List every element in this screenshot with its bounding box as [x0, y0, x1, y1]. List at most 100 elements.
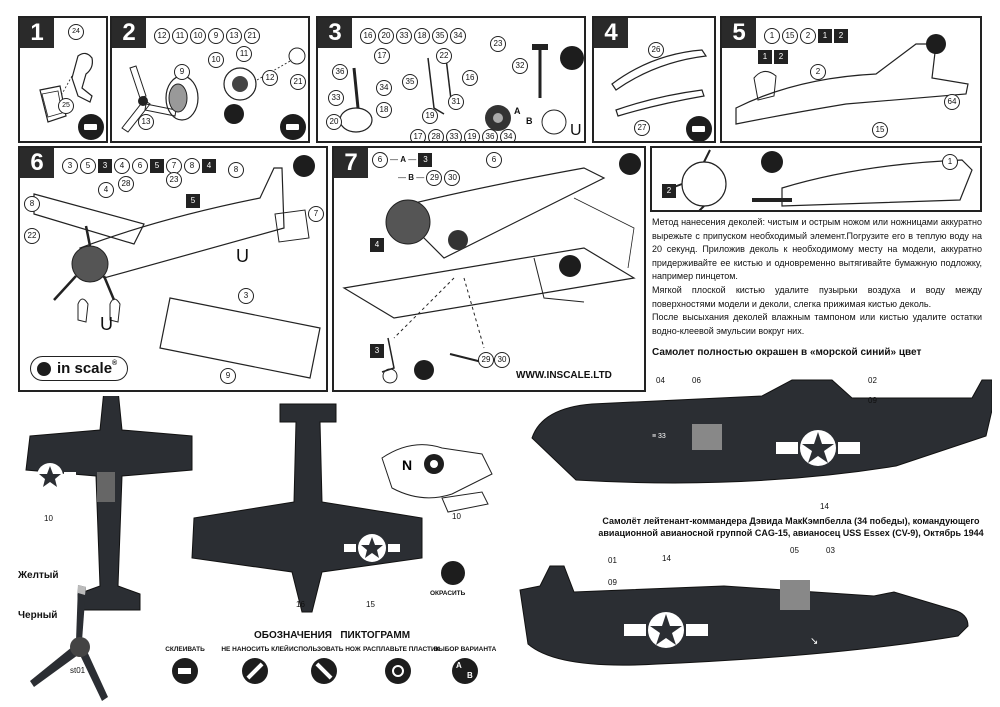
step-5-continued-panel: 1 2: [650, 146, 982, 212]
callout-27: 27: [634, 120, 650, 136]
side-profile-bottom: ↘: [519, 565, 969, 666]
step-number: 1: [20, 18, 54, 48]
part-11: 11: [172, 28, 188, 44]
callout-23: 23: [490, 36, 506, 52]
callout-33: 33: [328, 90, 344, 106]
paint-label: ОКРАСИТЬ: [430, 590, 466, 597]
callout-36: 36: [332, 64, 348, 80]
landing-gear-illustration: [339, 44, 584, 135]
callout-34: 34: [376, 80, 392, 96]
instructions-p3: После высыхания деколей влажным тампоном…: [652, 312, 982, 336]
letter-u-2: U: [100, 314, 113, 334]
instructions-p1: Метод нанесения деколей: чистым и острым…: [652, 217, 982, 282]
callout-5: 5: [186, 194, 200, 208]
callout-02: 02: [868, 376, 877, 385]
callout-4: 4: [98, 182, 114, 198]
part-15: 15: [782, 28, 798, 44]
legend-melt: РАСПЛАВЬТЕ ПЛАСТИК: [363, 646, 440, 684]
part-8: 8: [184, 158, 200, 174]
paint-icon: [441, 561, 465, 585]
canopy-illustration: [611, 49, 708, 117]
callout-26: 26: [648, 42, 664, 58]
callout-04: 04: [656, 376, 665, 385]
step-number: 5: [722, 18, 756, 48]
step-number: 7: [334, 148, 368, 178]
part-33: 33: [446, 129, 462, 141]
callout-1: 1: [942, 154, 958, 170]
callout-10: 10: [44, 514, 53, 523]
callout-64: 64: [944, 94, 960, 110]
callout-28: 28: [118, 176, 134, 192]
callout-09b: 09: [608, 578, 617, 587]
callout-1: 1: [758, 50, 772, 64]
part-30: 30: [444, 170, 461, 186]
part-4: 4: [114, 158, 130, 174]
black-label: Черный: [18, 610, 58, 621]
callout-7: 7: [308, 206, 324, 222]
fuselage-assembly-illustration: [665, 149, 973, 210]
part-6: 6: [372, 152, 388, 168]
legend-title: ОБОЗНАЧЕНИЯ ПИКТОГРАММ: [254, 630, 411, 641]
part-28: 28: [428, 129, 444, 141]
callout-22: 22: [436, 48, 452, 64]
glue-icon: [280, 114, 306, 140]
no-glue-icon: [242, 658, 268, 684]
callout-01: 01: [608, 556, 617, 565]
callout-16: 16: [462, 70, 478, 86]
callout-29: 29: [478, 352, 494, 368]
part-3-clear: 3: [98, 159, 112, 173]
glue-icon: [686, 116, 712, 141]
step-number: 2: [112, 18, 146, 48]
part-9: 9: [208, 28, 224, 44]
callout-30: 30: [494, 352, 510, 368]
color-heading: Самолет полностью окрашен в «морской син…: [652, 347, 922, 359]
callout-3: 3: [370, 344, 384, 358]
callout-18: 18: [376, 102, 392, 118]
propeller-color-illustration: [30, 585, 108, 701]
part-34: 34: [500, 129, 516, 141]
part-10: 10: [190, 28, 206, 44]
callout-19: 19: [422, 108, 438, 124]
part-18: 18: [414, 28, 430, 44]
callout-09: 09: [868, 396, 877, 405]
callout-23: 23: [166, 172, 182, 188]
callout-06: 06: [692, 376, 701, 385]
callout-21: 21: [290, 74, 306, 90]
letter-u: U: [570, 122, 582, 139]
part-3: 3: [418, 153, 433, 167]
glue-icon: [172, 658, 198, 684]
callout-8: 8: [228, 162, 244, 178]
svg-text:↘: ↘: [810, 636, 818, 647]
logo-circle-icon: [37, 362, 51, 376]
callout-22: 22: [24, 228, 40, 244]
part-6: 6: [132, 158, 148, 174]
part-12: 12: [154, 28, 170, 44]
legend-no-glue-label: НЕ НАНОСИТЬ КЛЕЙ: [221, 646, 289, 653]
instructions-p2: Мягкой плоской кистью удалите пузырьки в…: [652, 284, 982, 309]
callout-6: 6: [486, 152, 502, 168]
callout-17: 17: [374, 48, 390, 64]
svg-text:N: N: [402, 457, 412, 473]
step-number: 4: [594, 18, 628, 48]
part-34: 34: [450, 28, 466, 44]
decal-instructions: Метод нанесения деколей: чистым и острым…: [652, 216, 982, 360]
step-number: 3: [318, 18, 352, 48]
part-36: 36: [482, 129, 498, 141]
plan-view-bottom: [191, 403, 423, 613]
part-4-clear: 4: [202, 159, 216, 173]
callout-15: 15: [872, 122, 888, 138]
callout-05: 05: [790, 546, 799, 555]
glue-icon: [78, 114, 104, 140]
website-link[interactable]: WWW.INSCALE.LTD: [516, 370, 612, 381]
callout-14: 14: [820, 502, 829, 511]
part-2: 2: [800, 28, 816, 44]
callout-12: 12: [262, 70, 278, 86]
